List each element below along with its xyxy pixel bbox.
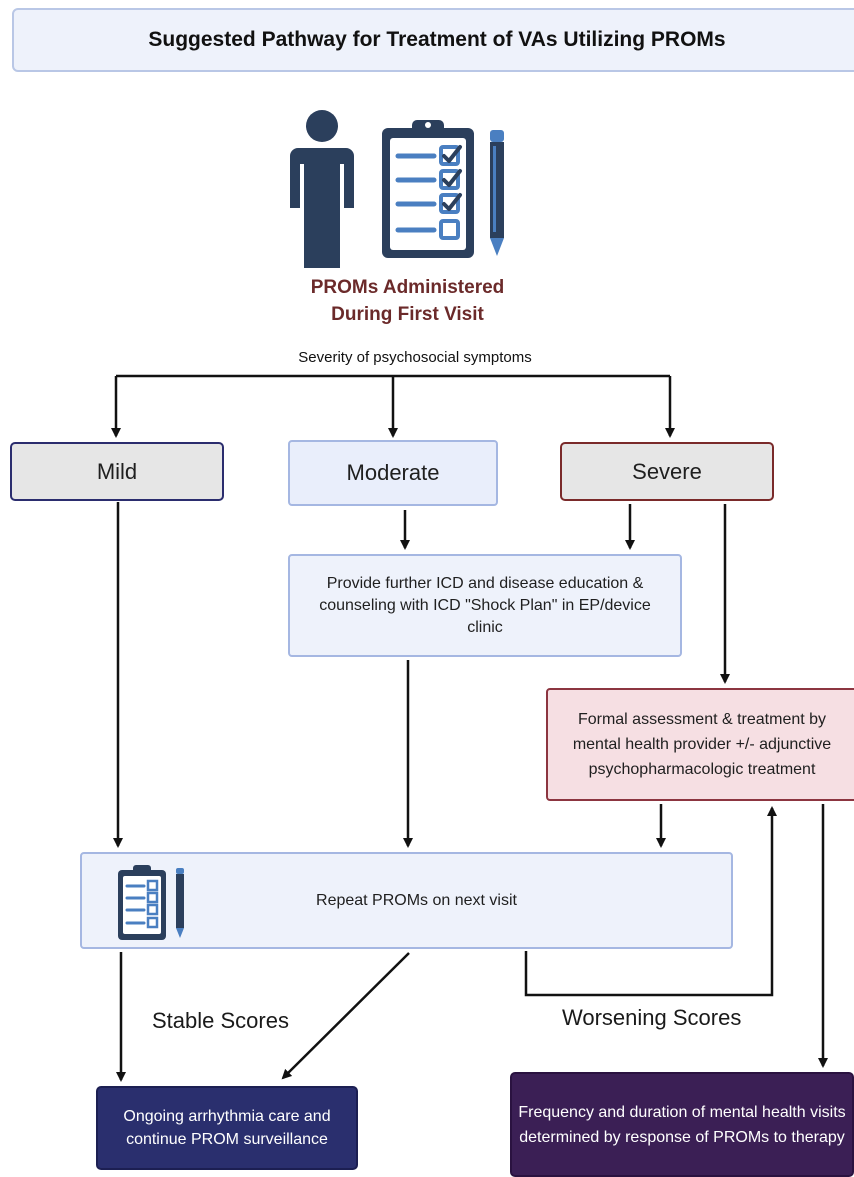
small-clipboard-icon	[118, 865, 166, 940]
proms-administered-label: PROMs Administered During First Visit	[270, 274, 545, 328]
pen-icon	[490, 130, 504, 256]
ongoing-care-box: Ongoing arrhythmia care and continue PRO…	[96, 1086, 358, 1170]
arrow-repeat-to-ongoing-diagonal	[281, 952, 410, 1080]
formal-assessment-box: Formal assessment & treatment by mental …	[546, 688, 854, 801]
frequency-duration-box: Frequency and duration of mental health …	[510, 1072, 854, 1177]
education-counseling-box: Provide further ICD and disease educatio…	[288, 554, 682, 657]
severe-box: Severe	[560, 442, 774, 501]
repeat-proms-label: Repeat PROMs on next visit	[316, 891, 517, 909]
diagram-title: Suggested Pathway for Treatment of VAs U…	[12, 8, 854, 72]
moderate-box: Moderate	[288, 440, 498, 506]
arrow-worsening-loop	[524, 806, 777, 997]
mild-box: Mild	[10, 442, 224, 501]
proms-administered-line2: During First Visit	[331, 304, 484, 325]
small-pen-icon	[176, 868, 184, 938]
person-icon	[290, 110, 354, 268]
proms-administered-line1: PROMs Administered	[310, 277, 505, 298]
worsening-scores-label: Worsening Scores	[562, 1005, 742, 1030]
clipboard-checklist-icon	[382, 120, 474, 258]
stable-scores-label: Stable Scores	[152, 1008, 289, 1033]
severity-label: Severity of psychosocial symptoms	[298, 349, 532, 366]
repeat-proms-box: Repeat PROMs on next visit	[80, 852, 733, 949]
